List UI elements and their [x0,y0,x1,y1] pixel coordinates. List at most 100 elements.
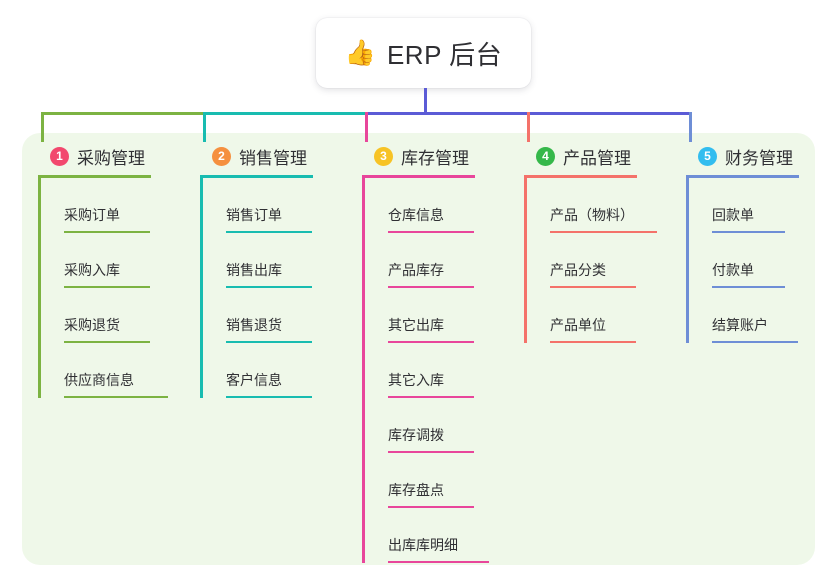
distribution-bar-segment [41,112,206,115]
branch-column: 3 库存管理仓库信息产品库存其它出库其它入库库存调拨库存盘点出库库明细 [362,144,510,563]
branch-item-label: 客户信息 [226,372,282,388]
branch-item-label: 采购入库 [64,262,120,278]
branch-stem-line [527,112,530,142]
branch-item-underline [388,341,474,343]
branch-stem-line [41,112,44,142]
branch-item-label: 产品（物料） [550,207,634,223]
branch-item-underline [550,286,636,288]
branch-stem-line [689,112,692,142]
branch-header[interactable]: 3 库存管理 [362,144,510,168]
branch-item-underline [64,396,168,398]
branch-item-underline [64,231,150,233]
thumbs-up-icon: 👍 [344,38,376,67]
branch-number-badge: 2 [212,146,231,166]
branch-item-label: 出库库明细 [388,537,458,553]
branch-item[interactable]: 库存调拨 [362,398,510,453]
branch-item-underline [712,341,798,343]
branch-item[interactable]: 产品库存 [362,233,510,288]
branch-item[interactable]: 采购退货 [38,288,186,343]
branch-column: 4 产品管理产品（物料） 产品分类产品单位 [524,144,672,343]
branch-item[interactable]: 产品单位 [524,288,672,343]
branch-item-underline [712,231,785,233]
branch-item[interactable]: 仓库信息 [362,178,510,233]
branch-item[interactable]: 采购订单 [38,178,186,233]
branch-item-label: 销售退货 [226,317,282,333]
branches-panel [22,133,815,565]
branch-underline [200,175,313,178]
branch-item[interactable]: 产品分类 [524,233,672,288]
branch-item-label: 库存调拨 [388,427,444,443]
branch-title: 产品管理 [563,148,631,168]
branch-item[interactable]: 结算账户 [686,288,834,343]
branch-item[interactable]: 出库库明细 [362,508,510,563]
branch-item[interactable]: 付款单 [686,233,834,288]
branch-spine [686,178,689,343]
branch-item[interactable]: 销售出库 [200,233,348,288]
branch-underline [524,175,637,178]
branch-item[interactable]: 销售订单 [200,178,348,233]
branch-item-underline [226,396,312,398]
branch-spine [38,178,41,398]
branch-item[interactable]: 回款单 [686,178,834,233]
branch-number-badge: 1 [50,146,69,166]
branch-item-underline [388,451,474,453]
branch-underline [686,175,799,178]
branch-spine [362,178,365,563]
branch-header[interactable]: 1 采购管理 [38,144,186,168]
branch-spine [524,178,527,343]
branch-item-list: 仓库信息产品库存其它出库其它入库库存调拨库存盘点出库库明细 [362,178,510,563]
branch-item[interactable]: 产品（物料） [524,178,672,233]
branch-item-list: 采购订单采购入库采购退货供应商信息 [38,178,186,398]
branch-number-badge: 4 [536,146,555,166]
root-node[interactable]: 👍 ERP 后台 [316,18,531,88]
branch-item-label: 产品分类 [550,262,606,278]
distribution-bar-segment [203,112,368,115]
branch-item-label: 回款单 [712,207,754,223]
branch-item[interactable]: 采购入库 [38,233,186,288]
branch-item-label: 销售出库 [226,262,282,278]
branch-item[interactable]: 其它出库 [362,288,510,343]
root-trunk-line [424,88,427,115]
branch-item[interactable]: 库存盘点 [362,453,510,508]
branch-underline [38,175,151,178]
branch-title: 采购管理 [77,148,145,168]
branch-item-list: 回款单付款单结算账户 [686,178,834,343]
branch-item-label: 付款单 [712,262,754,278]
branch-item-label: 采购退货 [64,317,120,333]
branch-item-underline [388,396,474,398]
branch-item-label: 产品单位 [550,317,606,333]
branch-item-list: 销售订单销售出库销售退货客户信息 [200,178,348,398]
branch-item[interactable]: 销售退货 [200,288,348,343]
branch-item[interactable]: 其它入库 [362,343,510,398]
branch-item-underline [226,286,312,288]
branch-header[interactable]: 4 产品管理 [524,144,672,168]
branch-item-label: 采购订单 [64,207,120,223]
branch-underline [362,175,475,178]
branch-item-label: 产品库存 [388,262,444,278]
branch-item-underline [64,286,150,288]
branch-item-underline [550,341,636,343]
branch-item-label: 销售订单 [226,207,282,223]
branch-spine [200,178,203,398]
branch-item-underline [226,341,312,343]
branch-item-underline [388,506,474,508]
branch-title: 财务管理 [725,148,793,168]
branch-item[interactable]: 客户信息 [200,343,348,398]
branch-item-label: 其它出库 [388,317,444,333]
branch-item-underline [388,561,489,563]
branch-item-label: 库存盘点 [388,482,444,498]
branch-stem-line [203,112,206,142]
branch-item-underline [226,231,312,233]
branch-item-underline [712,286,785,288]
branch-number-badge: 3 [374,146,393,166]
branch-item[interactable]: 供应商信息 [38,343,186,398]
branch-stem-line [365,112,368,142]
branch-item-underline [388,231,474,233]
branch-title: 库存管理 [401,148,469,168]
distribution-bar-segment [365,112,530,115]
branch-item-underline [64,341,150,343]
branch-item-label: 仓库信息 [388,207,444,223]
